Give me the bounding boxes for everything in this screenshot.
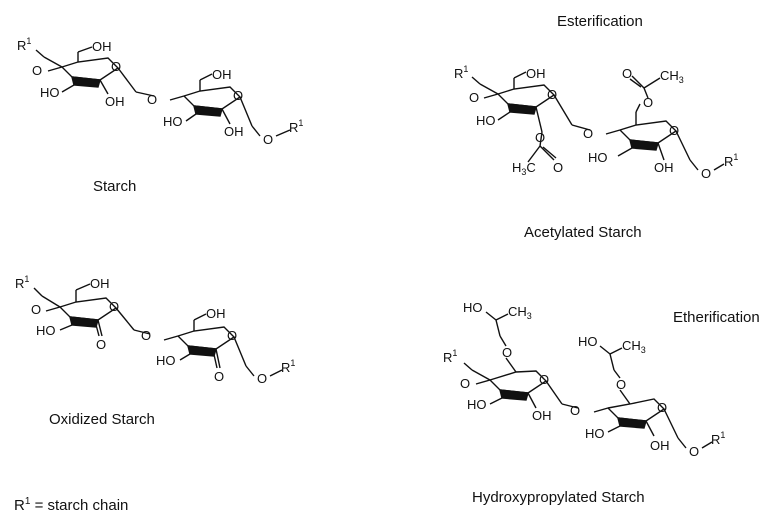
- starch-oh-1: OH: [92, 39, 112, 54]
- hydroxypropylated-structure: [463, 311, 713, 449]
- acetylated-structure: [471, 71, 725, 171]
- hp-ether-o-1: O: [502, 345, 512, 360]
- etherification-label: Etherification: [673, 309, 760, 326]
- starch-caption: Starch: [93, 178, 136, 195]
- hydroxypropylated-atom-labels: HO CH3 O R1 O O HO OH O HO CH3 O O HO OH…: [443, 300, 725, 459]
- oxid-r1-top: R1: [15, 274, 29, 291]
- acetyl-ho-2: HO: [588, 150, 608, 165]
- hp-ho-2: HO: [467, 397, 487, 412]
- acetyl-ester-o-2: O: [643, 95, 653, 110]
- hp-r1-right: R1: [711, 430, 725, 447]
- starch-structure: [35, 46, 291, 137]
- hp-o-glycosidic: O: [570, 403, 580, 418]
- acetyl-o-link-2: O: [701, 166, 711, 181]
- hp-ch3-2: CH3: [622, 338, 646, 355]
- oxid-ring-o-1: O: [109, 299, 119, 314]
- acetyl-ch3-2: CH3: [660, 68, 684, 85]
- acetyl-carbonyl-2: O: [622, 66, 632, 81]
- oxid-o-glycosidic: O: [141, 328, 151, 343]
- legend-superscript: 1: [24, 496, 31, 507]
- r1-legend: R1 = starch chain: [14, 496, 128, 514]
- starch-ring-o-2: O: [233, 88, 243, 103]
- acetyl-o-link-1: O: [469, 90, 479, 105]
- acetyl-ho-1: HO: [476, 113, 496, 128]
- starch-oh-4: OH: [224, 124, 244, 139]
- hp-ether-o-2: O: [616, 377, 626, 392]
- legend-text: = starch chain: [30, 497, 129, 514]
- starch-r1-right: R1: [289, 118, 303, 135]
- starch-o-glycosidic: O: [147, 92, 157, 107]
- acetyl-r1-right: R1: [724, 152, 738, 169]
- oxidized-atom-labels: R1 O OH O HO O O OH O HO O O R1: [15, 274, 295, 386]
- starch-ho-1: HO: [40, 85, 60, 100]
- acetyl-ring-o-2: O: [669, 123, 679, 138]
- acetyl-ring-o-1: O: [547, 87, 557, 102]
- hp-o-link-2: O: [689, 444, 699, 459]
- oxid-ho-1: HO: [36, 323, 56, 338]
- acetyl-r1-top: R1: [454, 64, 468, 81]
- starch-oh-2: OH: [105, 94, 125, 109]
- hp-ho-3: HO: [578, 334, 598, 349]
- oxid-o-link-2: O: [257, 371, 267, 386]
- acetyl-oh-1: OH: [526, 66, 546, 81]
- acetyl-o-glycosidic: O: [583, 126, 593, 141]
- acetyl-ester-o-1: O: [535, 130, 545, 145]
- hydroxypropylated-caption: Hydroxypropylated Starch: [472, 489, 645, 506]
- oxid-carbonyl-2: O: [214, 369, 224, 384]
- starch-oh-3: OH: [212, 67, 232, 82]
- oxid-ring-o-2: O: [227, 328, 237, 343]
- starch-ring-o-1: O: [111, 59, 121, 74]
- oxid-o-link-1: O: [31, 302, 41, 317]
- acetylated-atom-labels: R1 O OH O HO O H3C O O O O CH3 O HO OH O…: [454, 64, 738, 181]
- starch-o-link-2: O: [263, 132, 273, 147]
- acetyl-oh-2: OH: [654, 160, 674, 175]
- hp-ring-o-1: O: [539, 372, 549, 387]
- oxidized-caption: Oxidized Starch: [49, 411, 155, 428]
- starch-atom-labels: R1 O OH O HO OH O OH O HO OH O R1: [17, 36, 303, 147]
- acetyl-carbonyl-1: O: [553, 160, 563, 175]
- starch-ho-2: HO: [163, 114, 183, 129]
- hp-ho-4: HO: [585, 426, 605, 441]
- legend-symbol: R: [14, 497, 25, 514]
- acetylated-caption: Acetylated Starch: [524, 224, 642, 241]
- oxidized-structure: [33, 283, 283, 377]
- hp-oh-2: OH: [650, 438, 670, 453]
- oxid-r1-right: R1: [281, 358, 295, 375]
- hp-ho-1: HO: [463, 300, 483, 315]
- oxid-oh-1: OH: [90, 276, 110, 291]
- acetyl-ch3-1: H3C: [512, 160, 536, 177]
- oxid-ho-2: HO: [156, 353, 176, 368]
- hp-oh-1: OH: [532, 408, 552, 423]
- hp-r1-top: R1: [443, 348, 457, 365]
- starch-o-link-1: O: [32, 63, 42, 78]
- esterification-label: Esterification: [557, 13, 643, 30]
- hp-ring-o-2: O: [657, 400, 667, 415]
- starch-r1-top: R1: [17, 36, 31, 53]
- oxid-oh-2: OH: [206, 306, 226, 321]
- oxid-carbonyl-1: O: [96, 337, 106, 352]
- hp-o-link-1: O: [460, 376, 470, 391]
- hp-ch3-1: CH3: [508, 304, 532, 321]
